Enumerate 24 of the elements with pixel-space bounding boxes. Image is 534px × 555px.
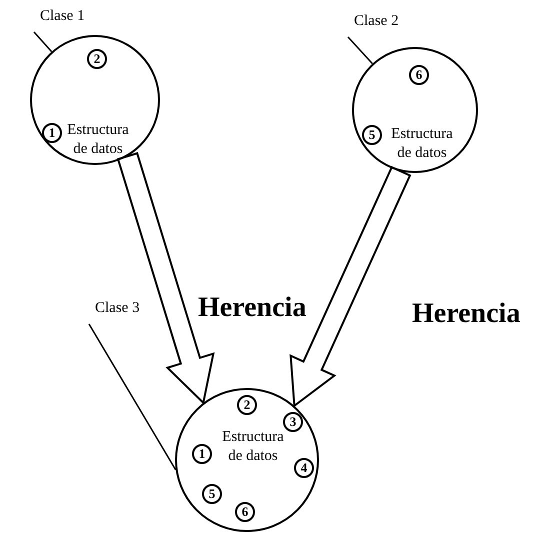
class-circle [175,388,319,532]
numbered-circle: 5 [202,484,222,504]
numbered-circle: 6 [409,65,429,85]
numbered-circle: 4 [294,458,314,478]
class-circle [352,47,478,173]
numbered-circle: 3 [283,412,303,432]
numbered-circle: 2 [87,49,107,69]
inheritance-arrow [290,166,412,408]
leader-line [88,324,176,470]
circle-label: Estructura de datos [66,121,130,159]
class-label: Clase 3 [95,300,140,317]
circle-label: Estructura de datos [390,125,454,163]
numbered-circle: 6 [235,502,255,522]
class-label: Clase 2 [354,13,399,30]
leader-line [347,36,373,64]
class-label: Clase 1 [40,8,85,25]
numbered-circle: 5 [362,125,382,145]
class-circle [30,35,160,165]
numbered-circle: 2 [237,395,257,415]
circle-label: Estructura de datos [221,428,285,466]
inheritance-arrow [116,152,215,405]
numbered-circle: 1 [192,444,212,464]
leader-line [33,32,52,52]
numbered-circle: 1 [42,123,62,143]
